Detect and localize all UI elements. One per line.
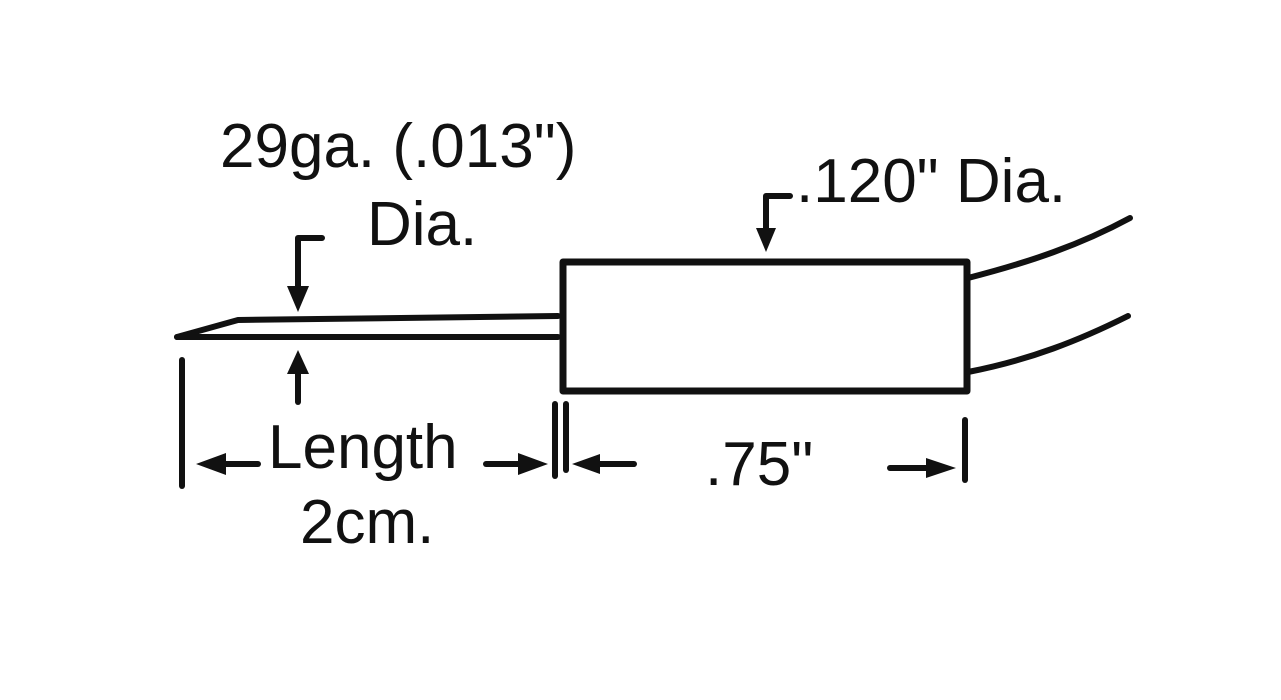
lead-wire-lower [965,313,1131,375]
length-arrow-left [196,453,261,475]
needle-top-edge [174,313,561,340]
body-dia-label: .120" Dia. [796,147,1066,216]
probe-body [559,258,971,395]
body-length-arrow-left [572,454,637,474]
body-dia-arrow [756,193,793,252]
needle-dia-label: Dia. [367,190,477,259]
needle [174,313,561,340]
needle-dia-arrow-bottom [287,350,309,405]
body-length-label: .75" [705,430,813,499]
length-arrow-right [483,453,548,475]
lead-wire-upper [965,215,1133,281]
length-value-label: 2cm. [300,488,434,557]
needle-gauge-label: 29ga. (.013") [220,112,576,181]
body-length-arrow-right [887,458,956,478]
length-label: Length [268,413,458,482]
needle-dia-arrow-top [287,235,325,312]
